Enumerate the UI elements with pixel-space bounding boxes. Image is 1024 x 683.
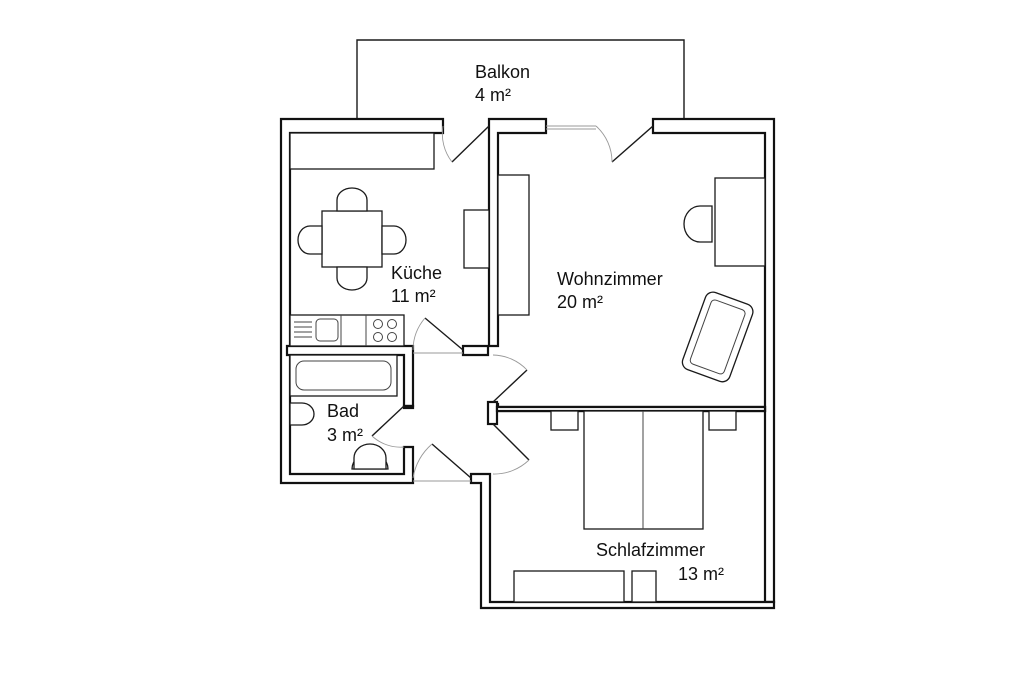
nightstand-right <box>708 410 737 431</box>
living-area-label: 20 m² <box>557 292 603 312</box>
kitchen-name: Küche <box>391 263 442 283</box>
sink <box>289 402 315 426</box>
bedroom-name: Schlafzimmer <box>596 540 705 560</box>
room-labels: Balkon 4 m² Küche 11 m² Wohnzimmer 20 m²… <box>327 62 724 584</box>
wardrobe <box>513 570 625 603</box>
kitchen-furniture <box>289 132 490 347</box>
bathtub <box>289 354 398 397</box>
desk <box>714 177 766 267</box>
bedroom-furniture <box>513 410 737 603</box>
balcony-name: Balkon <box>475 62 530 82</box>
balcony-area-label: 4 m² <box>475 85 511 105</box>
dining-table <box>321 210 383 268</box>
living-name: Wohnzimmer <box>557 269 663 289</box>
bath-furniture <box>289 354 398 470</box>
bath-name: Bad <box>327 401 359 421</box>
living-furniture <box>497 174 766 383</box>
kitchen-area-label: 11 m² <box>391 286 436 306</box>
doors <box>371 125 654 482</box>
bath-area-label: 3 m² <box>327 425 363 445</box>
bedroom-area-label: 13 m² <box>678 564 724 584</box>
balcony-area <box>356 39 685 120</box>
nightstand-left <box>550 410 579 431</box>
